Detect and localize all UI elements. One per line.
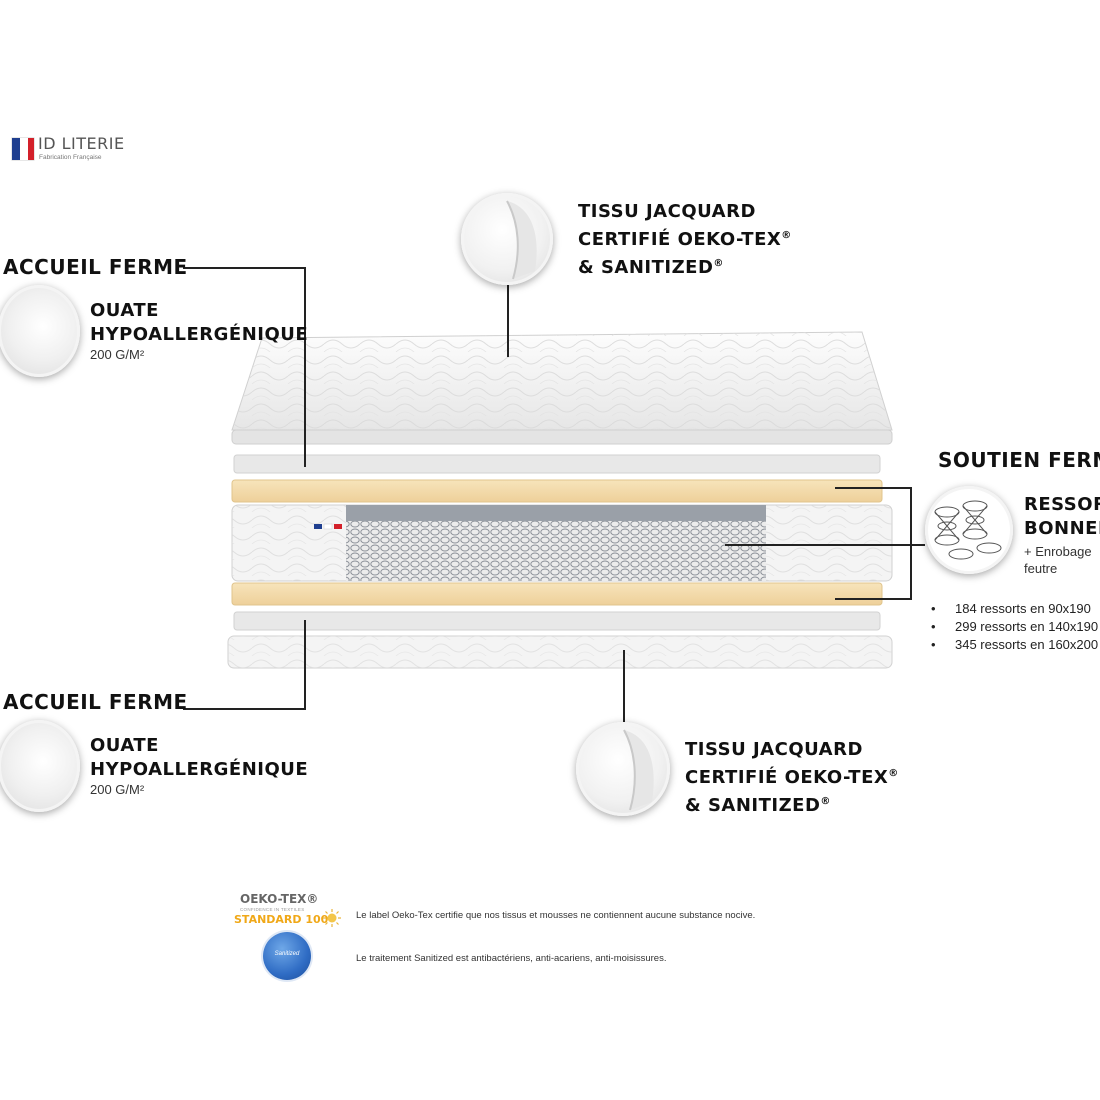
leader-comfort-top-v	[304, 267, 306, 467]
top-cover-line-3: & SANITIZED	[578, 257, 714, 278]
comfort-bottom-heading: ACCUEIL FERME	[3, 690, 188, 714]
brand-logo: ID LITERIE Fabrication Française	[8, 132, 128, 166]
french-flag-icon	[11, 137, 35, 161]
bottom-fabric-swatch	[576, 722, 670, 816]
leader-top-cover	[507, 285, 509, 357]
comfort-bottom-material-2: HYPOALLERGÉNIQUE	[90, 759, 309, 780]
sun-icon	[323, 909, 341, 927]
upper-wadding-layer	[233, 454, 881, 474]
support-springs-1: RESSORTS	[1024, 494, 1100, 515]
sanitized-badge: Sanitized	[263, 932, 311, 980]
lower-wadding-layer	[233, 611, 881, 631]
upper-foam-layer	[231, 479, 883, 503]
sanitized-badge-text: Sanitized	[274, 951, 300, 957]
bonnel-springs-swatch	[925, 486, 1013, 574]
oeko-tex-note: Le label Oeko-Tex certifie que nos tissu…	[356, 910, 756, 921]
brand-name: ID LITERIE	[38, 134, 125, 153]
leader-support-bottom	[835, 598, 912, 600]
comfort-top-heading: ACCUEIL FERME	[3, 255, 188, 279]
support-coating-1: + Enrobage	[1024, 544, 1092, 559]
comfort-bottom-material-1: OUATE	[90, 735, 159, 756]
top-cover-line-1: TISSU JACQUARD	[578, 201, 756, 222]
top-cover-line-2: CERTIFIÉ OEKO-TEX	[578, 229, 782, 250]
bottom-cover-line-3: & SANITIZED	[685, 795, 821, 816]
support-coating: + Enrobage feutre	[1024, 543, 1092, 577]
support-springs-2: BONNEL	[1024, 518, 1100, 539]
comfort-bottom-weight: 200 G/M²	[90, 782, 145, 797]
bonnel-springs-mesh	[346, 521, 766, 581]
top-fabric-swatch	[461, 193, 553, 285]
leader-support-core	[725, 544, 925, 546]
fabric-fold-icon	[623, 729, 654, 811]
sanitized-note: Le traitement Sanitized est antibactérie…	[356, 953, 667, 964]
spring-count-item: 184 ressorts en 90x190	[927, 600, 1098, 618]
comfort-bottom-material: OUATE HYPOALLERGÉNIQUE	[90, 734, 308, 782]
comfort-top-wadding-swatch	[0, 285, 80, 377]
oeko-tex-brand: OEKO-TEX®	[240, 892, 319, 906]
support-coating-2: feutre	[1024, 561, 1058, 576]
mesh-top-band	[346, 505, 766, 521]
bottom-cover-line-1: TISSU JACQUARD	[685, 739, 863, 760]
oeko-tex-tagline: CONFIDENCE IN TEXTILES	[240, 907, 305, 912]
spring-count-item: 345 ressorts en 160x200	[927, 636, 1098, 654]
fabric-fold-icon	[506, 200, 537, 280]
leader-bottom-cover	[623, 650, 625, 725]
top-cover-title: TISSU JACQUARD CERTIFIÉ OEKO-TEX® & SANI…	[578, 201, 792, 278]
coil-springs-icon	[934, 500, 1002, 560]
brand-tagline: Fabrication Française	[39, 154, 102, 161]
leader-support-top	[835, 487, 912, 489]
leader-support-bracket	[910, 487, 912, 600]
leader-comfort-bottom-h	[183, 708, 306, 710]
side-flag-icon	[314, 524, 322, 529]
lower-foam-layer	[231, 582, 883, 606]
bottom-cover-title: TISSU JACQUARD CERTIFIÉ OEKO-TEX® & SANI…	[685, 739, 899, 816]
comfort-top-material: OUATE HYPOALLERGÉNIQUE	[90, 299, 308, 347]
oeko-tex-logo: OEKO-TEX® CONFIDENCE IN TEXTILES STANDAR…	[232, 892, 344, 932]
comfort-top-material-1: OUATE	[90, 300, 159, 321]
spring-count-list: 184 ressorts en 90x190 299 ressorts en 1…	[927, 600, 1098, 654]
comfort-top-material-2: HYPOALLERGÉNIQUE	[90, 324, 309, 345]
support-heading: SOUTIEN FERME	[938, 448, 1100, 472]
spring-count-item: 299 ressorts en 140x190	[927, 618, 1098, 636]
oeko-tex-standard: STANDARD 100	[234, 913, 329, 926]
top-cover-edge	[231, 429, 893, 445]
comfort-top-weight: 200 G/M²	[90, 347, 145, 362]
leader-comfort-top-h	[183, 267, 306, 269]
bottom-cover-line-2: CERTIFIÉ OEKO-TEX	[685, 767, 889, 788]
support-springs: RESSORTS BONNEL	[1024, 493, 1100, 541]
comfort-bottom-wadding-swatch	[0, 720, 80, 812]
leader-comfort-bottom-v	[304, 620, 306, 710]
